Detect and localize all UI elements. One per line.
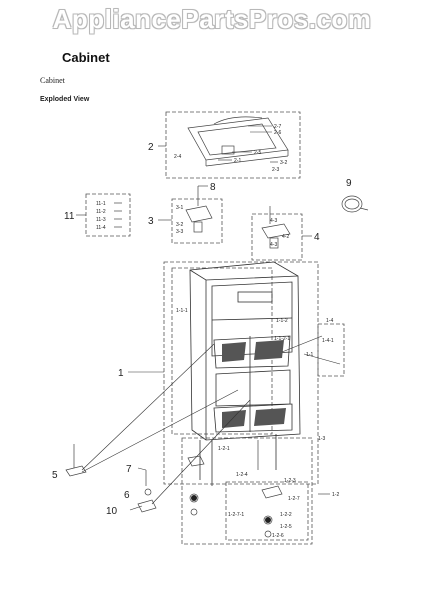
callout-3: 3 [148,216,154,227]
sub-callouts: 2-7 2-6 2-5 2-4 2-1 3-2 2-3 3-1 3-2 3-3 … [96,124,339,539]
callout-11-4: 11-4 [96,225,106,231]
group-1-4-box [317,323,345,377]
callout-11-2: 11-2 [96,209,106,215]
callout-1-2-2: 1-2-2 [280,512,292,518]
callout-1-4: 1-4 [326,318,333,324]
page-subtitle: Cabinet [40,76,65,85]
leg-and-roller-parts [65,440,283,538]
page-title: Cabinet [62,50,110,65]
callout-3-2-top: 3-2 [280,160,287,166]
callout-3-2: 3-2 [176,222,183,228]
callout-2-3: 2-3 [272,167,279,173]
callout-2-5: 2-5 [254,150,261,156]
watermark-logo: AppliancePartsPros.com [52,4,372,34]
callout-1-1-2: 1-1-2 [276,318,288,324]
callout-6: 6 [124,490,130,501]
callout-2-1: 2-1 [234,158,241,164]
callout-1-1: 1-1 [306,352,313,358]
group-11-box [85,193,131,237]
callout-1-1-1: 1-1-1 [176,308,188,314]
callout-4-2: 4-2 [282,234,289,240]
callout-1-2-3: 1-2-3 [284,478,296,484]
callout-2: 2 [148,142,154,153]
refrigerator-cabinet [189,261,301,486]
callout-4: 4 [314,232,320,243]
callout-1-2: 1-2 [332,492,339,498]
callout-1-1-2-1: 1-1-2-1 [274,336,290,342]
screw-set-11 [114,202,122,228]
callout-3-3: 3-3 [176,229,183,235]
section-label: Exploded View [40,96,90,103]
top-cover-part [187,116,289,167]
callout-2-6: 2-6 [274,130,281,136]
tube-part-9 [341,195,369,213]
callout-9: 9 [346,178,352,189]
callout-1-2-6: 1-2-6 [272,533,284,539]
callout-2-7: 2-7 [274,124,281,130]
roller-fill [191,495,271,523]
callout-11-3: 11-3 [96,217,106,223]
hinge-right-part [261,206,291,249]
group-1-2-box [181,437,313,545]
callout-5: 5 [52,470,58,481]
callout-8: 8 [210,182,216,193]
callout-4-3-top: 4-3 [270,218,277,224]
group-4-box [251,213,303,261]
group-2-box [165,111,301,179]
callout-1-2-1: 1-2-1 [218,446,230,452]
callout-1-4-1: 1-4-1 [322,338,334,344]
callout-1: 1 [118,368,124,379]
group-1-2-7-box [225,481,309,541]
group-3-box [171,198,223,244]
callout-1-2-7: 1-2-7 [288,496,300,502]
callout-4-3-bottom: 4-3 [270,242,277,248]
cabinet-shelf-shading [222,340,286,428]
hinge-left-part [185,186,213,233]
callout-10: 10 [106,506,118,517]
callout-11: 11 [64,211,75,222]
callout-1-3: 1-3 [318,436,325,442]
group-1-box [163,261,319,485]
callout-2-4: 2-4 [174,154,181,160]
callout-1-2-4: 1-2-4 [236,472,248,478]
callout-1-2-7-1: 1-2-7-1 [228,512,244,518]
callout-7: 7 [126,464,132,475]
leader-lines [76,125,341,511]
callout-1-2-5: 1-2-5 [280,524,292,530]
callout-3-1: 3-1 [176,205,183,211]
main-callouts: 2 3 4 11 8 9 1 5 6 7 10 [52,142,352,517]
callout-11-1: 11-1 [96,201,106,207]
